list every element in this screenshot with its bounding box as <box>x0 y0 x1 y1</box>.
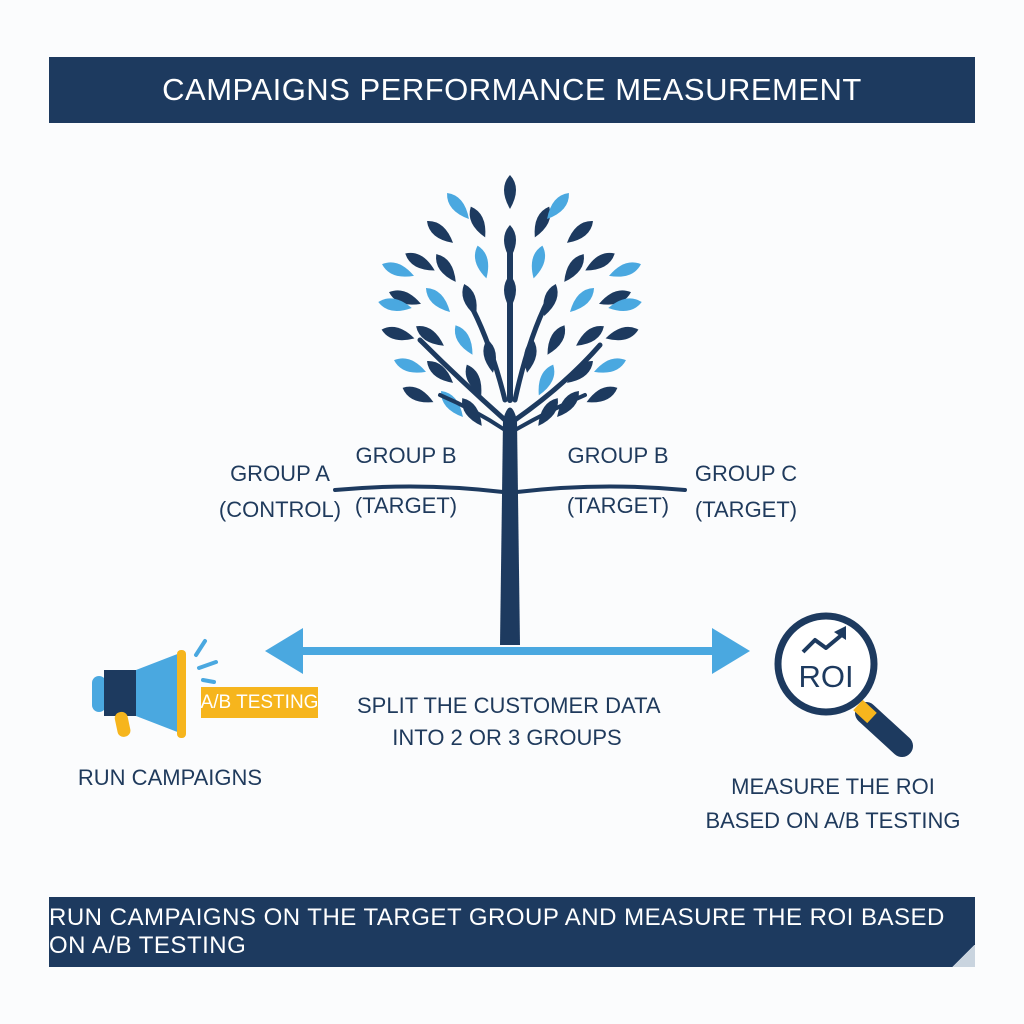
tree-leaf <box>465 364 482 396</box>
run-campaigns-label: RUN CAMPAIGNS <box>77 765 263 790</box>
tree-leaf <box>531 245 546 279</box>
tree-leaf <box>389 290 421 305</box>
tree-leaf <box>585 252 615 271</box>
tree-leaf <box>382 262 414 277</box>
megaphone-icon <box>92 639 218 738</box>
tree-leaf <box>608 298 642 311</box>
tree-leaf <box>547 192 569 220</box>
roi-magnifier-icon: ROI <box>774 612 913 757</box>
tree-leaf <box>469 206 486 238</box>
tree-leaf <box>402 386 434 403</box>
tree-leaf <box>378 298 412 311</box>
title-banner: CAMPAIGNS PERFORMANCE MEASUREMENT <box>49 57 975 123</box>
tree-leaf <box>425 287 451 313</box>
footer-banner: RUN CAMPAIGNS ON THE TARGET GROUP AND ME… <box>49 897 975 967</box>
tree-leaf <box>436 254 456 282</box>
tree-leaf <box>534 206 551 238</box>
page-title: CAMPAIGNS PERFORMANCE MEASUREMENT <box>162 72 862 107</box>
tree-leaf <box>605 326 639 341</box>
group-a-label: GROUP A(CONTROL) <box>218 461 342 522</box>
tree-leaf <box>564 254 584 282</box>
tree-leaf <box>569 287 595 313</box>
tree-leaf <box>426 361 454 383</box>
tree-leaf <box>538 364 555 396</box>
roi-icon-text: ROI <box>798 659 853 694</box>
group-b-right-label: GROUP B(TARGET) <box>566 443 670 518</box>
tree-leaf <box>381 326 415 341</box>
tree-leaf <box>504 175 516 209</box>
tree-leaf <box>454 325 473 355</box>
ab-testing-tag: A/B TESTING <box>201 687 318 718</box>
group-c-label: GROUP C(TARGET) <box>694 461 798 522</box>
tree-leaf <box>609 262 641 277</box>
tree-leaf <box>566 361 594 383</box>
tree-icon <box>333 175 687 645</box>
tree-leaf <box>566 221 594 243</box>
tree-leaf <box>474 245 489 279</box>
tree-leaf <box>426 221 454 243</box>
tree-leaf <box>599 290 631 305</box>
tree-leaf <box>416 326 444 346</box>
tree-leaf <box>405 252 435 271</box>
tree-leaf <box>586 386 618 403</box>
tree-leaf <box>543 284 558 316</box>
page-curl-decoration <box>952 945 975 967</box>
double-arrow-icon <box>265 628 750 674</box>
tree-leaf <box>447 192 469 220</box>
tree-leaf <box>394 358 426 373</box>
footer-text: RUN CAMPAIGNS ON THE TARGET GROUP AND ME… <box>49 904 945 959</box>
tree-leaf <box>547 325 566 355</box>
group-b-left-label: GROUP B(TARGET) <box>354 443 458 518</box>
tree-leaf <box>594 358 626 373</box>
tree-leaf <box>576 326 604 346</box>
